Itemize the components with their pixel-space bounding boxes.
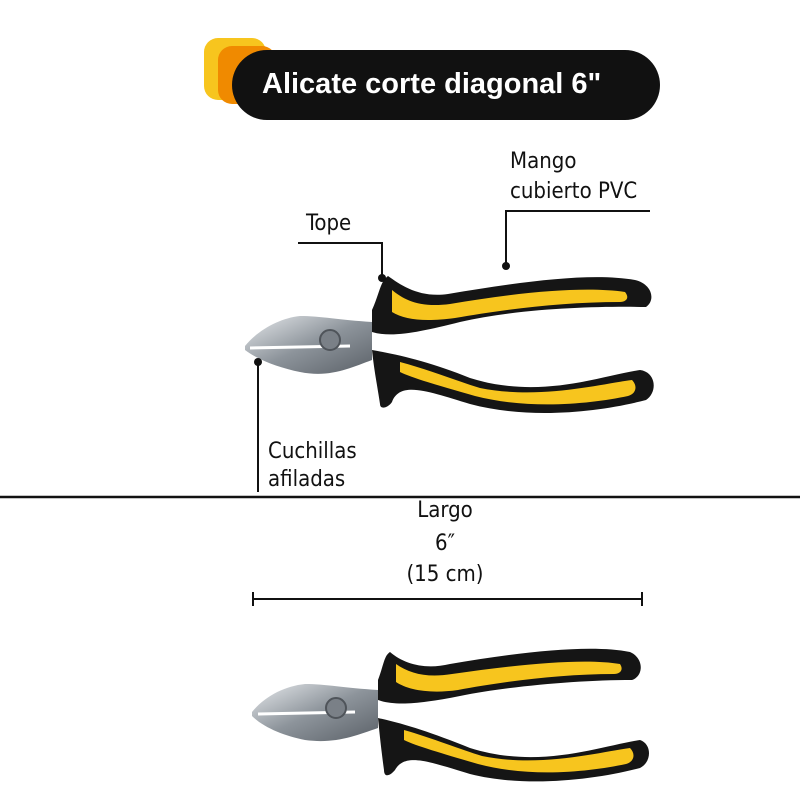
handle-label-line1: Mango [510, 149, 577, 174]
stop-label: Tope [306, 211, 352, 236]
pliers-bottom-view [252, 648, 649, 782]
handle-callout-line [505, 210, 650, 266]
title-banner [232, 50, 660, 120]
pliers-top-view [245, 276, 654, 413]
dimension-inches: 6″ [435, 531, 455, 556]
stop-callout-line [298, 242, 383, 278]
blades-label-line2: afiladas [268, 467, 346, 492]
dimension-cm: (15 cm) [406, 562, 484, 587]
page-title: Alicate corte diagonal 6" [262, 68, 602, 100]
dimension-label: Largo [417, 498, 473, 523]
handle-label-line2: cubierto PVC [510, 179, 638, 204]
length-dimension-line [252, 592, 643, 606]
blades-label-line1: Cuchillas [268, 439, 357, 464]
